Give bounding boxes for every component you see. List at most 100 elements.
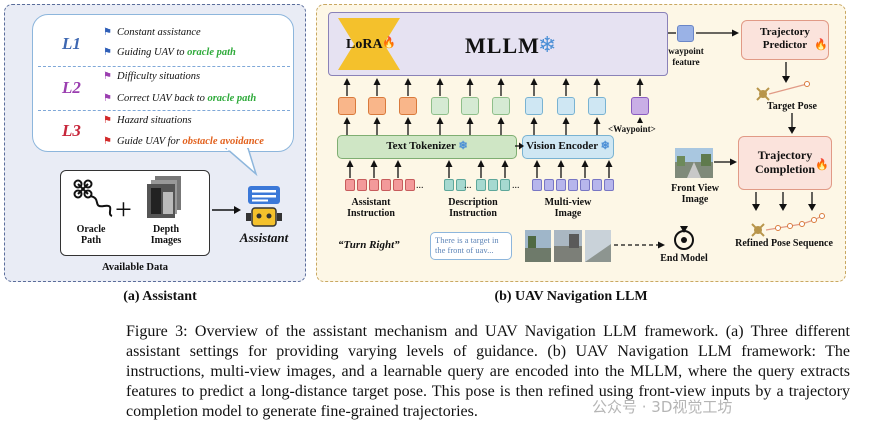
arrow-up-icon: [497, 78, 505, 96]
flag-icon: ⚑: [103, 47, 112, 58]
end-model-label: End Model: [660, 253, 708, 264]
arrow-up-icon: [530, 117, 538, 135]
arrow-down-icon: [782, 62, 790, 83]
arrow-up-icon: [466, 78, 474, 96]
level-l1-line1: Constant assistance: [117, 27, 201, 38]
lora-hourglass-icon: [338, 18, 400, 70]
arrow-up-icon: [404, 78, 412, 96]
ellipsis: ...: [416, 180, 424, 191]
description-instruction-label: Description Instruction: [448, 197, 498, 219]
upper-token: [368, 97, 386, 115]
mllm-label: MLLM: [465, 33, 540, 58]
assistant-instruction-label: Assistant Instruction: [347, 197, 395, 219]
flag-icon: ⚑: [103, 93, 112, 104]
down-arrows: [752, 192, 816, 211]
level-l3-tag: L3: [62, 121, 81, 140]
oracle-path-label: Oracle Path: [76, 224, 106, 246]
plus-sign: +: [115, 193, 132, 226]
waypoint-token-label: <Waypoint>: [608, 124, 656, 134]
upper-token: [431, 97, 449, 115]
upper-token: [525, 97, 543, 115]
description-text-box: There is a target in the front of uav...: [430, 232, 512, 260]
depth-images-label: Depth Images: [150, 224, 182, 246]
multi-view-image-token: [544, 179, 554, 191]
assistant-label: Assistant: [239, 230, 289, 245]
fire-icon: 🔥: [815, 159, 829, 171]
target-pose-drone-icon: [756, 81, 810, 101]
multi-view-image-token: [604, 179, 614, 191]
arrow-up-icon: [562, 117, 570, 135]
level-l2-tag: L2: [62, 78, 81, 97]
description-instruction-token: [476, 179, 486, 191]
waypoint-feature-token: [677, 25, 694, 42]
arrow-up-icon: [466, 117, 474, 135]
figure-caption: Figure 3: Overview of the assistant mech…: [126, 323, 850, 420]
arrow-up-icon: [436, 117, 444, 135]
text-tokenizer-box: Text Tokenizer ❄: [337, 135, 517, 159]
upper-token: [557, 97, 575, 115]
level-l2-line1: Difficulty situations: [117, 71, 201, 82]
bubble-tail: [224, 148, 258, 177]
front-view-image-label: Front View Image: [671, 183, 719, 205]
flag-icon: ⚑: [103, 71, 112, 82]
assistant-instruction-token: [381, 179, 391, 191]
arrow-up-icon: [445, 160, 453, 178]
arrow-up-icon: [370, 160, 378, 178]
arrow-up-icon: [593, 78, 601, 96]
caption-b: (b) UAV Navigation LLM: [494, 289, 648, 304]
multi-view-image-token: [568, 179, 578, 191]
upper-token: [338, 97, 356, 115]
description-instruction-token: [488, 179, 498, 191]
arrow-up-icon: [343, 117, 351, 135]
arrow-up-icon: [477, 160, 485, 178]
arrow-up-icon: [530, 78, 538, 96]
arrow-right-icon: [212, 206, 241, 214]
level-l3-line1: Hazard situations: [117, 115, 192, 126]
level-l1-line2: Guiding UAV to oracle path: [117, 47, 236, 58]
multi-view-image-token: [592, 179, 602, 191]
dashed-arrow-icon: [614, 241, 665, 249]
arrow-right-icon: [668, 29, 739, 37]
waypoint-feature-label: waypoint feature: [668, 46, 704, 67]
flag-icon: ⚑: [103, 27, 112, 38]
fire-icon: 🔥: [382, 37, 396, 49]
description-instruction-token: [456, 179, 466, 191]
arrow-up-icon: [593, 117, 601, 135]
arrow-down-icon: [788, 113, 796, 134]
arrow-up-icon: [501, 160, 509, 178]
description-instruction-token: [500, 179, 510, 191]
multi-view-image-label: Multi-view Image: [544, 197, 592, 219]
arrow-up-icon: [373, 117, 381, 135]
assistant-levels-bubble: [32, 14, 294, 152]
level-divider: [38, 66, 290, 67]
arrow-up-icon: [562, 78, 570, 96]
available-data-label: Available Data: [101, 262, 168, 273]
level-l3-line2: Guide UAV for obstacle avoidance: [117, 136, 264, 147]
arrow-up-icon: [605, 160, 613, 178]
upper-token: [461, 97, 479, 115]
front-view-image: [675, 148, 713, 178]
arrow-up-icon: [394, 160, 402, 178]
arrow-right-icon: [714, 158, 737, 166]
upper-token: [399, 97, 417, 115]
trajectory-completion-box: Trajectory Completion: [738, 136, 832, 190]
arrow-up-icon: [404, 117, 412, 135]
arrow-right-icon: [515, 142, 524, 150]
assistant-instruction-token: [357, 179, 367, 191]
lora-label: LoRA: [346, 37, 383, 52]
arrow-up-icon: [436, 78, 444, 96]
robot-assistant-icon: [246, 186, 282, 227]
upper-token: [631, 97, 649, 115]
flag-icon: ⚑: [103, 115, 112, 126]
multi-view-image-token: [532, 179, 542, 191]
end-model-icon: [674, 226, 694, 250]
arrow-up-icon: [373, 78, 381, 96]
arrow-up-icon: [533, 160, 541, 178]
arrow-up-icon: [343, 78, 351, 96]
drone-path-icon: [73, 179, 113, 217]
refined-pose-sequence-icon: [751, 213, 825, 237]
assistant-instruction-token: [345, 179, 355, 191]
ellipsis: ...: [512, 180, 520, 191]
ellipsis: ...: [464, 180, 472, 191]
turn-right-instruction: “Turn Right”: [338, 239, 400, 251]
